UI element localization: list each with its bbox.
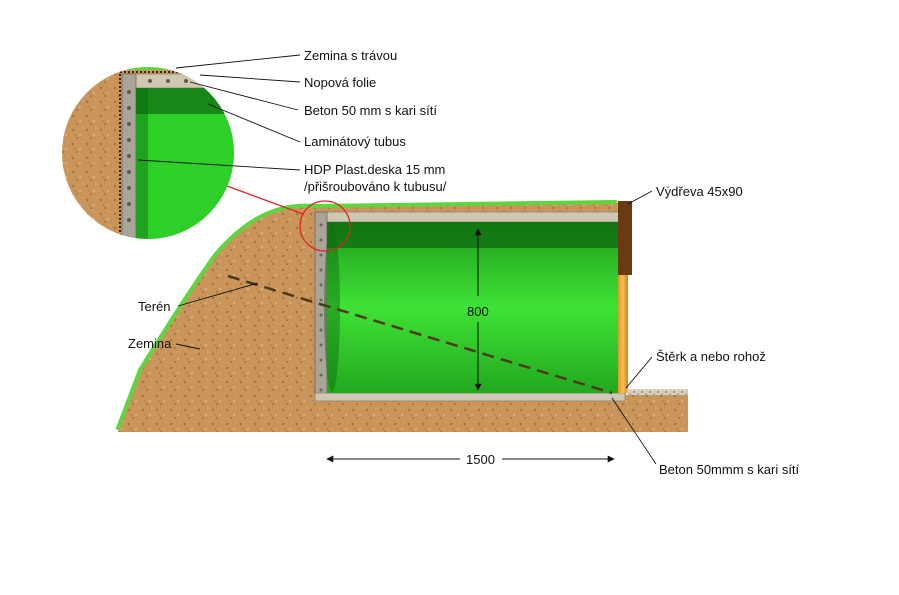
label-beton-bottom: Beton 50mmm s kari sítí	[659, 462, 800, 477]
tube-left-shade	[324, 224, 340, 392]
bottom-concrete-slab	[314, 392, 626, 402]
leader-lines	[137, 54, 657, 465]
tube-structure	[314, 201, 688, 402]
label-nopova-folie: Nopová folie	[304, 75, 376, 90]
terrain-line	[227, 274, 613, 395]
label-vydreva: Výdřeva 45x90	[656, 184, 743, 199]
label-hdp-plate-line2: /přišroubováno k tubusu/	[304, 179, 447, 194]
label-laminatovy-tubus: Laminátový tubus	[304, 134, 406, 149]
dimension-height-value: 800	[467, 304, 489, 319]
label-hdp-plate-line1: HDP Plast.deska 15 mm	[304, 162, 445, 177]
top-concrete-slab	[314, 211, 626, 223]
label-zemina: Zemina	[128, 336, 172, 351]
plate-screws	[319, 223, 323, 392]
timber-front	[618, 205, 628, 393]
tube-top-shadow	[327, 222, 623, 248]
laminate-tube	[327, 222, 623, 393]
timber-45x90	[618, 201, 632, 275]
detail-circle	[62, 67, 234, 239]
label-beton-top: Beton 50 mm s kari sítí	[304, 103, 437, 118]
label-sterk: Štěrk a nebo rohož	[656, 349, 766, 364]
label-zemina-s-travou: Zemina s trávou	[304, 48, 397, 63]
detail-marker-circle	[299, 200, 351, 252]
gravel-mat	[627, 389, 688, 395]
label-teren: Terén	[138, 299, 171, 314]
dimension-width-value: 1500	[466, 452, 495, 467]
detail-connector	[226, 185, 304, 215]
